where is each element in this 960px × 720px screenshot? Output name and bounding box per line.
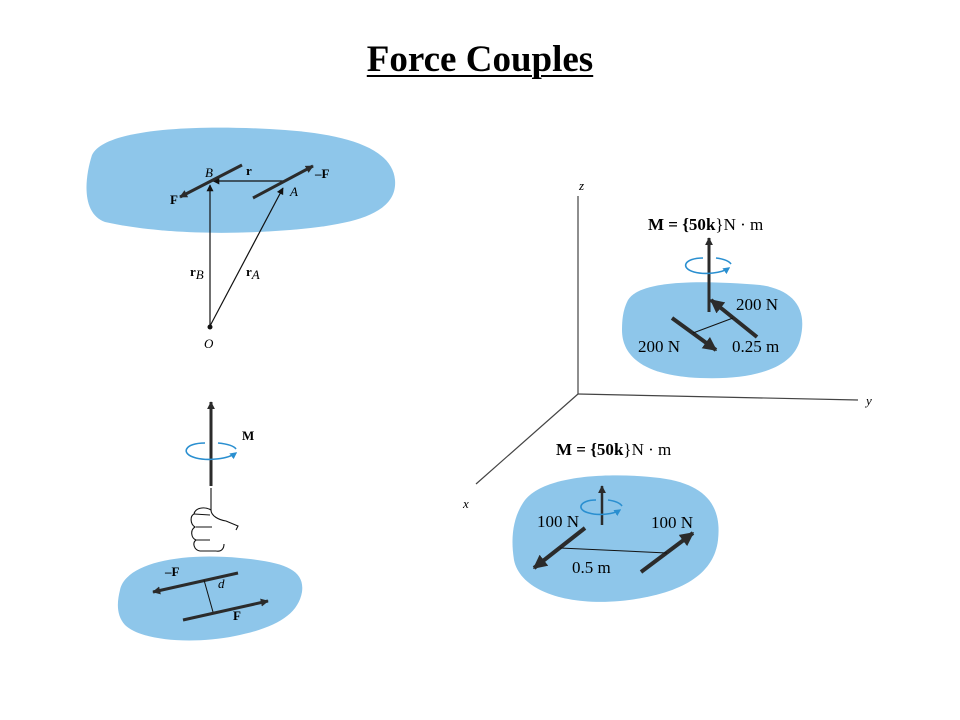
origin-point bbox=[207, 324, 213, 330]
upper-right-figure: M = {50k}N · m 200 N 200 N 0.25 m bbox=[622, 215, 803, 379]
moment-label-upper: M = {50k}N · m bbox=[648, 215, 763, 234]
label-B: B bbox=[205, 165, 213, 180]
moment-label-lower: M = {50k}N · m bbox=[556, 440, 671, 459]
top-left-figure: B r –F A F rB rA O bbox=[86, 127, 396, 351]
force-negF-arrow bbox=[252, 164, 314, 200]
label-200N-left: 200 N bbox=[638, 337, 680, 356]
right-hand-rule-figure: M –F d F bbox=[117, 401, 303, 641]
label-025m: 0.25 m bbox=[732, 337, 779, 356]
label-F: F bbox=[170, 192, 178, 207]
upper-right-body bbox=[622, 282, 803, 379]
distance-05m-line bbox=[559, 547, 668, 554]
moment-rotation-icon-lower bbox=[580, 499, 622, 517]
x-axis bbox=[475, 393, 579, 485]
coordinate-axes bbox=[475, 196, 859, 485]
label-negF-hand: –F bbox=[164, 564, 180, 579]
force-F-arrow bbox=[179, 163, 243, 199]
moment-rotation-icon-upper bbox=[684, 257, 731, 275]
force-100N-left bbox=[532, 526, 587, 570]
label-200N-right: 200 N bbox=[736, 295, 778, 314]
label-M: M bbox=[242, 428, 254, 443]
label-05m: 0.5 m bbox=[572, 558, 611, 577]
label-100N-left: 100 N bbox=[537, 512, 579, 531]
force-200N-left bbox=[670, 316, 718, 352]
lower-right-body bbox=[512, 475, 719, 602]
lower-right-figure: M = {50k}N · m 100 N 100 N 0.5 m bbox=[512, 440, 719, 602]
distance-d-line bbox=[203, 579, 214, 613]
label-F-hand: F bbox=[233, 608, 241, 623]
label-rB: rB bbox=[190, 264, 204, 282]
right-hand-icon bbox=[190, 488, 239, 552]
label-O: O bbox=[204, 336, 214, 351]
top-rigid-body bbox=[86, 127, 396, 233]
label-y: y bbox=[864, 393, 872, 408]
moment-rotation-icon bbox=[185, 442, 238, 461]
label-r: r bbox=[246, 163, 252, 178]
label-100N-right: 100 N bbox=[651, 513, 693, 532]
label-z: z bbox=[578, 178, 584, 193]
label-A: A bbox=[289, 184, 298, 199]
slide-title: Force Couples bbox=[366, 39, 594, 80]
force-F-arrow-hand bbox=[182, 598, 269, 622]
label-rA: rA bbox=[246, 264, 260, 282]
force-negF-arrow-hand bbox=[152, 571, 239, 595]
force-200N-right bbox=[709, 298, 759, 339]
label-negF: –F bbox=[314, 166, 330, 181]
label-d: d bbox=[218, 576, 225, 591]
label-x: x bbox=[462, 496, 469, 511]
rA-vector bbox=[209, 187, 284, 327]
y-axis bbox=[577, 393, 859, 401]
couple-plane-body bbox=[117, 556, 303, 641]
distance-025m-line bbox=[692, 317, 734, 334]
